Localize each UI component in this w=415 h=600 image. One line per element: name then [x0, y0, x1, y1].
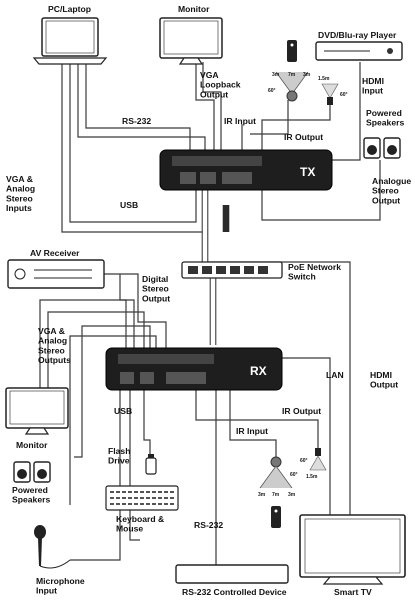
ir-emitter-bottom — [309, 448, 327, 471]
ir-range-top-mid: 7m — [288, 72, 296, 78]
speakers-bottom — [13, 461, 51, 483]
pc-label: PC/Laptop — [48, 4, 91, 14]
dvd-label: DVD/Blu-ray Player — [318, 30, 397, 40]
ir-emitter-top-dist: 1.5m — [318, 76, 330, 82]
rx-box — [105, 347, 283, 391]
flash-drive — [145, 454, 157, 475]
smart-tv-label: Smart TV — [334, 587, 372, 597]
ir-range-bottom-right: 3m — [288, 492, 296, 498]
smart-tv — [299, 514, 406, 585]
keyboard-mouse-label: Keyboard &Mouse — [116, 514, 164, 534]
monitor-top-label: Monitor — [178, 4, 210, 14]
av-receiver-label: AV Receiver — [30, 248, 80, 258]
ir-output-top-label: IR Output — [284, 132, 323, 142]
ir-output-bottom-label: IR Output — [282, 406, 321, 416]
ir-emitter-top-angle: 60° — [340, 92, 348, 98]
keyboard-mouse — [105, 485, 179, 511]
ir-range-bottom-left: 3m — [258, 492, 266, 498]
poe-switch — [181, 261, 283, 279]
usb-top-label: USB — [120, 200, 138, 210]
rs232-top-label: RS-232 — [122, 116, 151, 126]
ir-range-top-left: 3m — [272, 72, 280, 78]
monitor-top — [159, 17, 223, 65]
ir-remote-top — [275, 40, 309, 102]
microphone — [34, 525, 71, 569]
ir-emitter-bottom-angle: 60° — [300, 458, 308, 464]
ir-input-top-label: IR Input — [224, 116, 256, 126]
tx-label: TX — [300, 165, 315, 179]
pc-laptop — [32, 17, 108, 65]
lan-label: LAN — [326, 370, 344, 380]
dvd-player — [315, 41, 403, 61]
ir-range-bottom-mid: 7m — [272, 492, 280, 498]
monitor-bottom-label: Monitor — [16, 440, 48, 450]
tx-box — [159, 149, 333, 191]
rs232-bottom-label: RS-232 — [194, 520, 223, 530]
cables — [39, 62, 381, 565]
rx-label: RX — [250, 364, 267, 378]
usb-bottom-label: USB — [114, 406, 132, 416]
ir-angle-top: 60° — [268, 88, 276, 94]
ir-emitter-bottom-dist: 1.5m — [306, 474, 318, 480]
monitor-bottom — [5, 387, 69, 435]
ir-angle-bottom: 60° — [290, 472, 298, 478]
ir-input-bottom-label: IR Input — [236, 426, 268, 436]
ir-emitter-top — [321, 83, 339, 105]
rs232-device-label: RS-232 Controlled Device — [182, 587, 287, 597]
ir-receiver-bottom — [259, 456, 293, 528]
ir-range-top-right: 3m — [303, 72, 311, 78]
av-receiver — [7, 259, 105, 289]
speakers-top — [363, 137, 401, 159]
rs232-device — [175, 564, 289, 584]
